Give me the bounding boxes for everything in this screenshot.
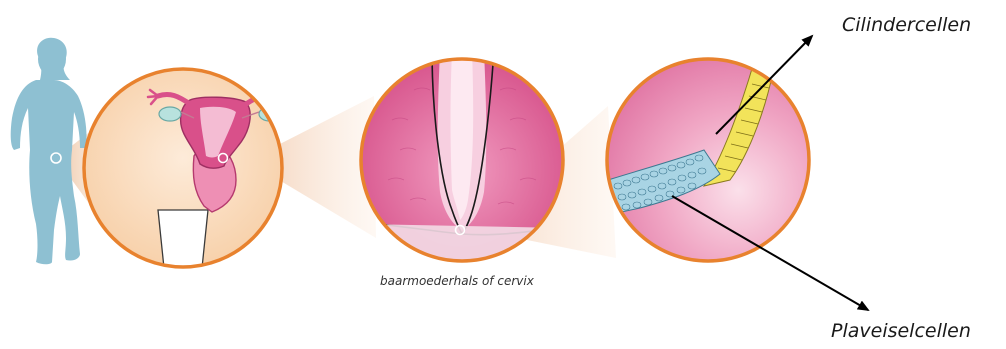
cervix-closeup-circle (360, 50, 566, 262)
cervix-caption: baarmoederhals of cervix (380, 274, 534, 288)
squamous-cells-label: Plaveiselcellen (831, 320, 971, 342)
cell-detail-circle (607, 59, 809, 261)
columnar-cells-label: Cilindercellen (842, 14, 971, 36)
uterus-overview-circle (84, 69, 290, 268)
